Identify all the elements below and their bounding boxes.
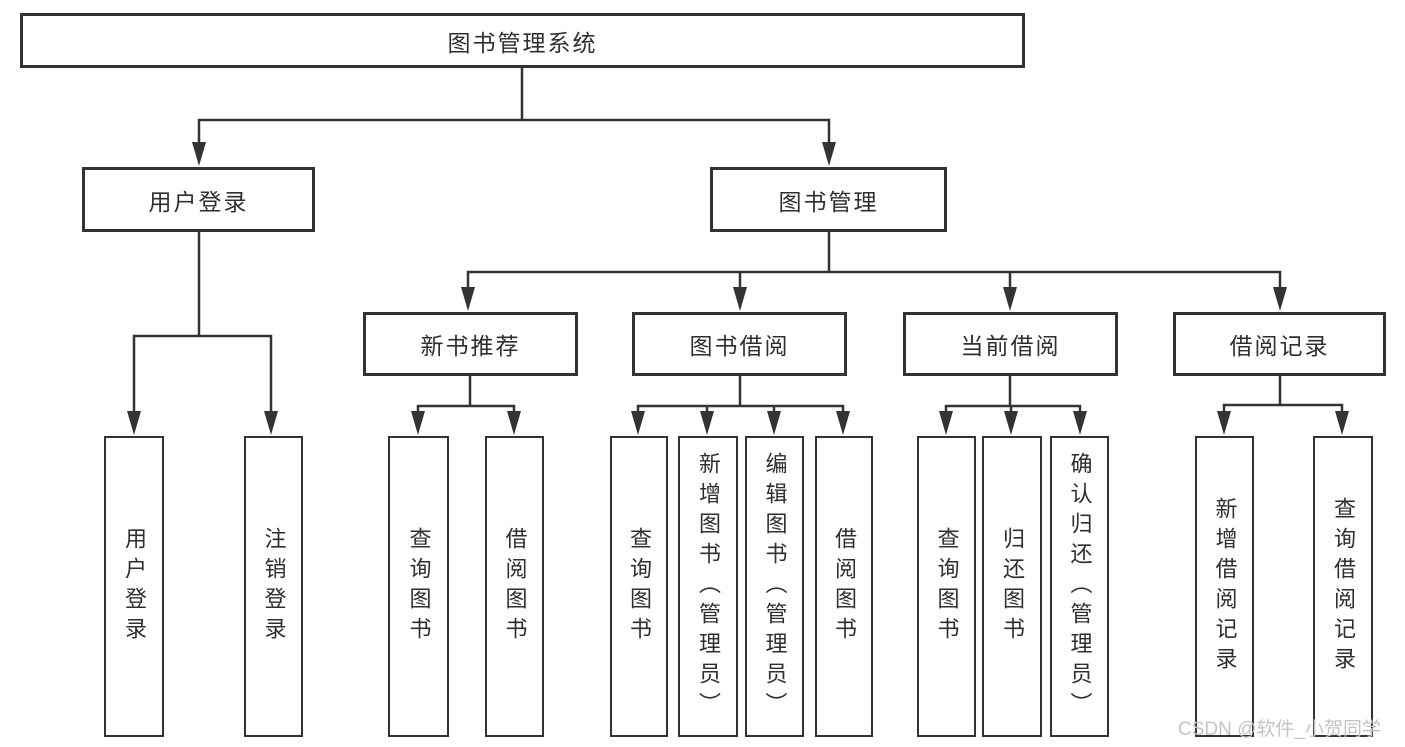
arrowhead-icons xyxy=(127,142,1349,435)
csdn-watermark: CSDN @软件_小贺同学 xyxy=(1178,719,1381,740)
leaf-return-book: 归还图书 xyxy=(982,436,1042,737)
node-label: 当前借阅 xyxy=(960,333,1061,359)
node-book-borrowing: 图书借阅 xyxy=(632,312,847,376)
node-book-management: 图书管理 xyxy=(710,167,947,232)
node-label: 借阅记录 xyxy=(1229,333,1330,359)
node-label: 注销登录 xyxy=(261,526,287,647)
node-label: 确认归还（管理员） xyxy=(1067,451,1093,722)
node-new-book-recommendation: 新书推荐 xyxy=(363,312,578,376)
connector-lines xyxy=(132,68,1344,414)
node-label: 新书推荐 xyxy=(420,333,521,359)
leaf-query-book-recommend: 查询图书 xyxy=(388,436,449,737)
node-label: 编辑图书（管理员） xyxy=(762,451,788,722)
node-label: 新增图书（管理员） xyxy=(696,451,721,722)
leaf-user-login: 用户登录 xyxy=(104,436,164,737)
node-label: 查询图书 xyxy=(627,526,652,647)
leaf-borrow-book: 借阅图书 xyxy=(815,436,873,737)
node-label: 查询图书 xyxy=(406,526,432,647)
node-label: 图书管理 xyxy=(778,188,879,215)
node-borrowing-records: 借阅记录 xyxy=(1173,312,1386,376)
node-label: 借阅图书 xyxy=(502,526,528,647)
leaf-borrow-book-recommend: 借阅图书 xyxy=(485,436,544,737)
node-label: 用户登录 xyxy=(122,526,147,647)
node-label: 借阅图书 xyxy=(832,526,857,647)
leaf-query-book-current: 查询图书 xyxy=(917,436,976,737)
leaf-add-borrow-record: 新增借阅记录 xyxy=(1195,436,1254,737)
leaf-query-book-borrowing: 查询图书 xyxy=(610,436,668,737)
leaf-add-book-admin: 新增图书（管理员） xyxy=(678,436,738,737)
leaf-query-borrow-record: 查询借阅记录 xyxy=(1313,436,1373,737)
leaf-confirm-return-admin: 确认归还（管理员） xyxy=(1050,436,1109,737)
leaf-edit-book-admin: 编辑图书（管理员） xyxy=(745,436,804,737)
node-label: 图书管理系统 xyxy=(447,29,598,56)
node-current-borrowing: 当前借阅 xyxy=(903,312,1118,376)
node-library-management-system: 图书管理系统 xyxy=(20,13,1025,68)
node-label: 查询借阅记录 xyxy=(1331,496,1356,677)
node-label: 查询图书 xyxy=(934,526,960,647)
node-label: 图书借阅 xyxy=(689,333,790,359)
node-user-login: 用户登录 xyxy=(82,167,315,232)
node-label: 用户登录 xyxy=(148,188,249,215)
node-label: 新增借阅记录 xyxy=(1212,496,1238,677)
node-label: 归还图书 xyxy=(1000,526,1025,647)
leaf-logout: 注销登录 xyxy=(244,436,303,737)
